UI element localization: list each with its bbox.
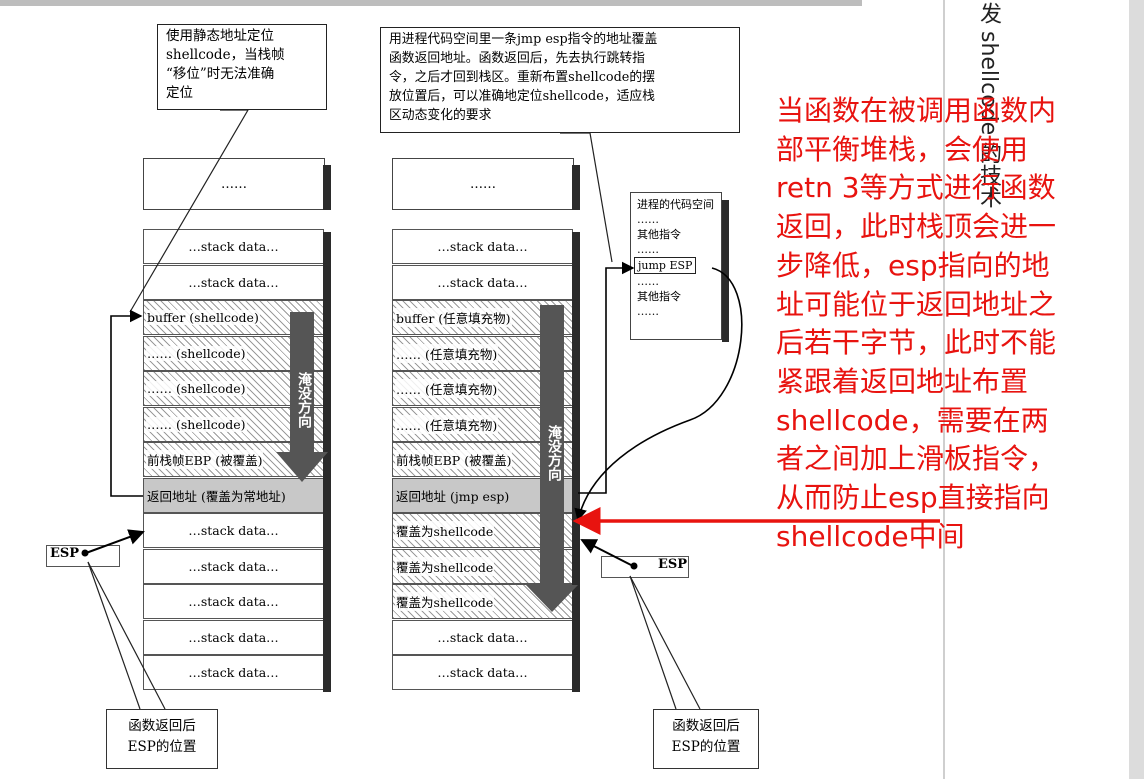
esp-right-label: ESP [658, 557, 688, 572]
stack-row-label: 返回地址 (覆盖为常地址) [147, 488, 286, 504]
stack-row-label: …stack data… [187, 594, 280, 609]
esp-left-box [46, 545, 120, 567]
stack-row-label: 覆盖为shellcode [395, 592, 495, 611]
bottom-left-pointer [87, 561, 166, 710]
stack-row: …stack data… [143, 655, 324, 690]
esp-left-label: ESP [50, 546, 80, 561]
stack-row-label: …stack data… [436, 274, 529, 290]
stack-row: …stack data… [143, 584, 324, 619]
mid-top-shadow [572, 165, 580, 210]
stack-row: 前栈帧EBP (被覆盖) [143, 442, 324, 477]
left-top-shadow [323, 165, 331, 210]
mid-callout-pointer [560, 132, 613, 263]
stack-row-label: 覆盖为shellcode [395, 521, 495, 540]
stack-row-label: 前栈帧EBP (被覆盖) [146, 450, 264, 469]
left-stack-top: …… [143, 158, 325, 210]
stack-row: …stack data… [143, 229, 324, 264]
left-callout: 使用静态地址定位 shellcode，当栈帧 “移位”时无法准确 定位 [157, 24, 327, 110]
stack-row-label: …stack data… [187, 274, 280, 290]
stack-row-label: …stack data… [187, 523, 280, 538]
red-annotation-note: 当函数在被调用函数内 部平衡堆栈，会使用 retn 3等方式进行函数 返回，此时… [776, 94, 1057, 553]
stack-row-label: …stack data… [187, 239, 280, 254]
stack-row-label: …stack data… [436, 665, 529, 680]
stack-row-label: …stack data… [436, 239, 529, 254]
bottom-left-label: 函数返回后 ESP的位置 [106, 709, 218, 769]
mid-flood-arrow [526, 305, 578, 612]
stack-row: …stack data… [143, 619, 324, 655]
stack-row-label: …stack data… [187, 629, 280, 645]
stack-row-label: …stack data… [187, 558, 280, 574]
mid-stack-shadow [572, 232, 580, 692]
left-stack-shadow [323, 232, 331, 692]
bottom-right-pointer [629, 575, 701, 710]
stack-row: …stack data… [143, 513, 324, 548]
stack-row-label: 返回地址 (jmp esp) [396, 488, 510, 504]
stack-row-label: …stack data… [436, 629, 529, 645]
bottom-right-label: 函数返回后 ESP的位置 [653, 709, 759, 769]
stack-row-label: …… (任意填充物) [395, 379, 499, 398]
mid-flood-label: 淹没方向 [546, 425, 562, 481]
stack-row-label: …… (shellcode) [146, 345, 247, 361]
stack-row: 返回地址 (覆盖为常地址) [143, 477, 324, 513]
top-bar [0, 0, 862, 6]
mid-callout: 用进程代码空间里一条jmp esp指令的地址覆盖 函数返回地址。函数返回后，先去… [380, 27, 740, 133]
side-title: 发 shellcode 的技术 [976, 2, 1001, 209]
jump-curve-arrow [574, 267, 743, 522]
stack-row-label: …… (shellcode) [146, 381, 247, 396]
stack-row-label: …stack data… [187, 665, 280, 680]
esp-right-dot [630, 562, 638, 570]
esp-right-pointer [580, 539, 634, 567]
stack-row-label: …… (任意填充物) [395, 343, 499, 363]
esp-left-pointer [85, 529, 145, 554]
stack-row-label: buffer (shellcode) [146, 310, 260, 325]
stack-row: …stack data… [392, 229, 573, 264]
mid-jump-arrow [578, 261, 635, 494]
left-return-loop-arrow [110, 309, 143, 497]
stack-row: …stack data… [392, 264, 573, 300]
esp-left-dot [81, 549, 89, 557]
bottom-left-pointer-2 [87, 561, 141, 710]
right-scroll-strip [1129, 0, 1144, 779]
stack-row-label: 覆盖为shellcode [395, 556, 495, 576]
page-divider [943, 0, 945, 779]
stack-row: …stack data… [143, 264, 324, 300]
left-flood-arrow [276, 312, 328, 482]
bottom-right-pointer-2 [629, 575, 677, 710]
code-space-box: 进程的代码空间 …… 其他指令 …… jump ESP …… 其他指令 …… [630, 192, 722, 340]
stack-row-label: buffer (任意填充物) [395, 308, 512, 327]
code-space-shadow [722, 200, 729, 342]
stack-row-label: …… (shellcode) [146, 416, 247, 432]
stack-row-label: 前栈帧EBP (被覆盖) [395, 450, 513, 469]
stack-row-label: …… (任意填充物) [395, 414, 499, 434]
stack-row: …stack data… [392, 619, 573, 655]
left-callout-pointer [129, 109, 250, 313]
left-flood-label: 淹没方向 [296, 372, 312, 428]
stack-row: …stack data… [143, 548, 324, 584]
